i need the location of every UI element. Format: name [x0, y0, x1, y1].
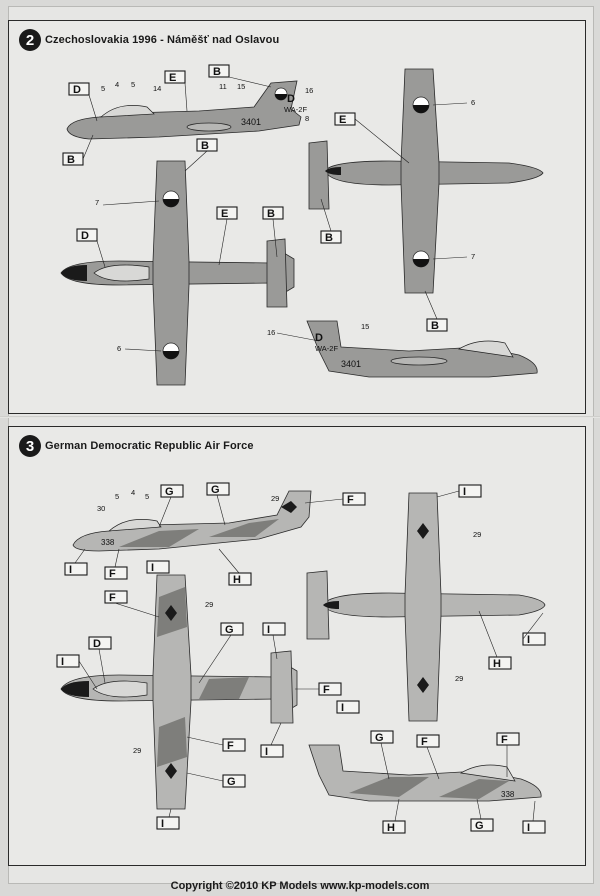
svg-text:I: I	[69, 564, 72, 576]
svg-text:H: H	[387, 822, 395, 834]
svg-text:5: 5	[131, 80, 135, 89]
czech-aircraft-diagrams: D WA-2F 3401	[60, 64, 544, 386]
gdr-aircraft-diagrams: 338 33	[56, 482, 546, 834]
svg-text:16: 16	[267, 328, 275, 337]
svg-text:14: 14	[153, 84, 161, 93]
serial: 3401	[241, 117, 261, 127]
leader-lines	[82, 76, 468, 352]
gdr-top-view-right	[306, 492, 546, 722]
svg-text:F: F	[347, 494, 354, 506]
serial-right: 3401	[341, 359, 361, 369]
decal-markers: D E B B E B D B B E B	[62, 64, 448, 332]
gdr-serial-right: 338	[501, 790, 515, 799]
section-czechoslovakia: 2 Czechoslovakia 1996 - Náměšť nad Oslav…	[8, 20, 586, 414]
svg-text:B: B	[431, 320, 439, 332]
svg-text:29: 29	[455, 674, 463, 683]
svg-text:H: H	[233, 574, 241, 586]
tail-code-right: D	[315, 332, 323, 344]
svg-text:I: I	[161, 818, 164, 830]
svg-text:29: 29	[205, 600, 213, 609]
side-view-left: D WA-2F 3401	[66, 80, 307, 140]
top-view-left	[60, 160, 295, 386]
gdr-decal-markers: G G F I F I H F D G I I F F G I I H I G …	[56, 482, 546, 834]
svg-text:5: 5	[145, 492, 149, 501]
svg-text:11: 11	[219, 82, 227, 91]
svg-text:5: 5	[101, 84, 105, 93]
section-gdr: 3 German Democratic Republic Air Force 3…	[8, 426, 586, 866]
svg-text:29: 29	[271, 494, 279, 503]
fin-text: WA-2F	[284, 105, 307, 114]
section-title-gdr: German Democratic Republic Air Force	[45, 440, 254, 452]
side-view-right: D WA-2F 3401	[306, 320, 538, 378]
svg-text:E: E	[339, 114, 346, 126]
svg-text:D: D	[73, 84, 81, 96]
svg-text:D: D	[93, 638, 101, 650]
footer-copyright: Copyright ©2010 KP Models www.kp-models.…	[170, 880, 430, 892]
svg-text:E: E	[169, 72, 176, 84]
gdr-side-view-right: 338	[308, 744, 542, 802]
svg-text:F: F	[227, 740, 234, 752]
svg-text:G: G	[225, 624, 234, 636]
svg-text:F: F	[501, 734, 508, 746]
svg-text:B: B	[213, 66, 221, 78]
tail-code: D	[287, 93, 295, 105]
svg-text:4: 4	[115, 80, 119, 89]
gdr-side-view-left: 338	[72, 490, 312, 552]
fin-text-right: WA-2F	[315, 344, 338, 353]
section-number-gdr: 3	[19, 435, 41, 457]
svg-text:G: G	[375, 732, 384, 744]
section-title: Czechoslovakia 1996 - Náměšť nad Oslavou	[45, 34, 280, 46]
svg-text:15: 15	[361, 322, 369, 331]
svg-text:I: I	[61, 656, 64, 668]
svg-text:I: I	[267, 624, 270, 636]
svg-text:6: 6	[471, 98, 475, 107]
svg-text:4: 4	[131, 488, 135, 497]
svg-text:30: 30	[97, 504, 105, 513]
fold-line	[0, 416, 600, 418]
svg-text:B: B	[325, 232, 333, 244]
svg-text:29: 29	[133, 746, 141, 755]
gdr-top-view-left	[60, 574, 298, 810]
svg-text:E: E	[221, 208, 228, 220]
svg-text:B: B	[201, 140, 209, 152]
svg-text:I: I	[527, 634, 530, 646]
svg-text:F: F	[421, 736, 428, 748]
svg-text:F: F	[109, 592, 116, 604]
section-number: 2	[19, 29, 41, 51]
svg-text:I: I	[151, 562, 154, 574]
section-header: 2 Czechoslovakia 1996 - Náměšť nad Oslav…	[19, 29, 279, 51]
svg-text:I: I	[463, 486, 466, 498]
svg-text:8: 8	[305, 114, 309, 123]
gdr-serial: 338	[101, 538, 115, 547]
svg-text:I: I	[341, 702, 344, 714]
svg-text:16: 16	[305, 86, 313, 95]
svg-text:6: 6	[117, 344, 121, 353]
svg-text:I: I	[527, 822, 530, 834]
svg-text:15: 15	[237, 82, 245, 91]
svg-text:G: G	[165, 486, 174, 498]
gdr-leader-lines	[74, 490, 544, 822]
svg-text:H: H	[493, 658, 501, 670]
svg-text:29: 29	[473, 530, 481, 539]
section-header-gdr: 3 German Democratic Republic Air Force	[19, 435, 254, 457]
svg-text:B: B	[67, 154, 75, 166]
svg-text:D: D	[81, 230, 89, 242]
callout-numbers: 5 4 5 14 11 15 16 8 7 6 7 6 16 15	[95, 80, 475, 353]
svg-text:5: 5	[115, 492, 119, 501]
svg-text:7: 7	[95, 198, 99, 207]
gdr-callout-numbers: 30 5 4 5 29 29 29 29 29	[97, 488, 481, 755]
svg-text:I: I	[265, 746, 268, 758]
top-view-right	[308, 68, 544, 294]
svg-text:B: B	[267, 208, 275, 220]
svg-text:F: F	[323, 684, 330, 696]
svg-text:G: G	[211, 484, 220, 496]
svg-text:F: F	[109, 568, 116, 580]
svg-text:7: 7	[471, 252, 475, 261]
svg-text:G: G	[475, 820, 484, 832]
svg-text:G: G	[227, 776, 236, 788]
